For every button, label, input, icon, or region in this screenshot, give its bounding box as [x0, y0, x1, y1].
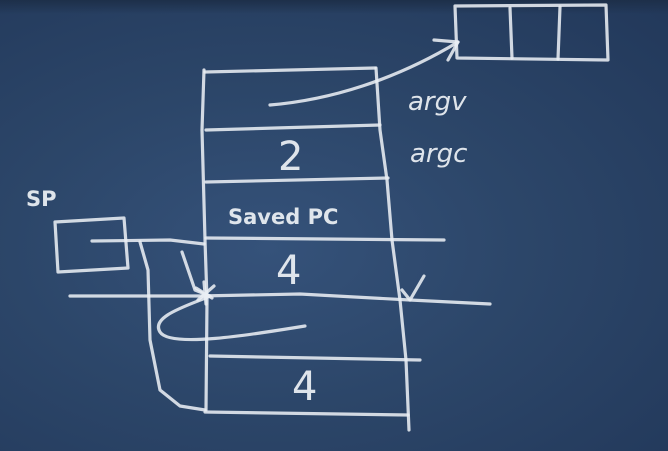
- frame-boundary-line: [68, 292, 492, 306]
- argv-label: argv: [408, 87, 467, 117]
- sp-lower-curve: [138, 240, 207, 412]
- slot-divider-argc-pc: [204, 176, 390, 184]
- right-wall-tick: [400, 274, 426, 302]
- argv-pointer-arrowhead: [432, 38, 460, 62]
- frame-link-arrow: [156, 250, 307, 342]
- argv-array-outline: [453, 3, 610, 62]
- argv-array-divider-1: [508, 6, 514, 60]
- argv-array-box: [453, 3, 610, 62]
- stack-bottom-edge: [203, 410, 410, 417]
- slot-lower-value: 4: [292, 364, 317, 410]
- sp-register-box: [53, 216, 130, 274]
- argv-pointer-arrow: [268, 38, 460, 107]
- slot-divider-argv-argc: [204, 123, 382, 132]
- frame-link-curve: [156, 294, 307, 342]
- frame-link-star: [194, 280, 216, 306]
- slot-divider-pc-local: [204, 236, 446, 242]
- stack-right-wall: [374, 66, 411, 432]
- argc-label: argc: [410, 139, 467, 169]
- stack-frame: [68, 66, 492, 432]
- board-top-edge: [0, 0, 668, 14]
- sp-label: SP: [26, 187, 57, 211]
- argv-array-divider-2: [556, 5, 562, 61]
- sp-register: [53, 216, 207, 412]
- saved-pc-label: Saved PC: [228, 205, 338, 229]
- slot-argc-value: 2: [278, 134, 303, 180]
- argv-pointer-line: [268, 40, 460, 107]
- slot-divider-lower: [208, 354, 422, 362]
- stack-left-wall: [200, 68, 209, 412]
- stack-top-edge: [203, 66, 377, 74]
- slot-upper-value: 4: [276, 248, 301, 294]
- sp-pointer-line: [90, 238, 206, 246]
